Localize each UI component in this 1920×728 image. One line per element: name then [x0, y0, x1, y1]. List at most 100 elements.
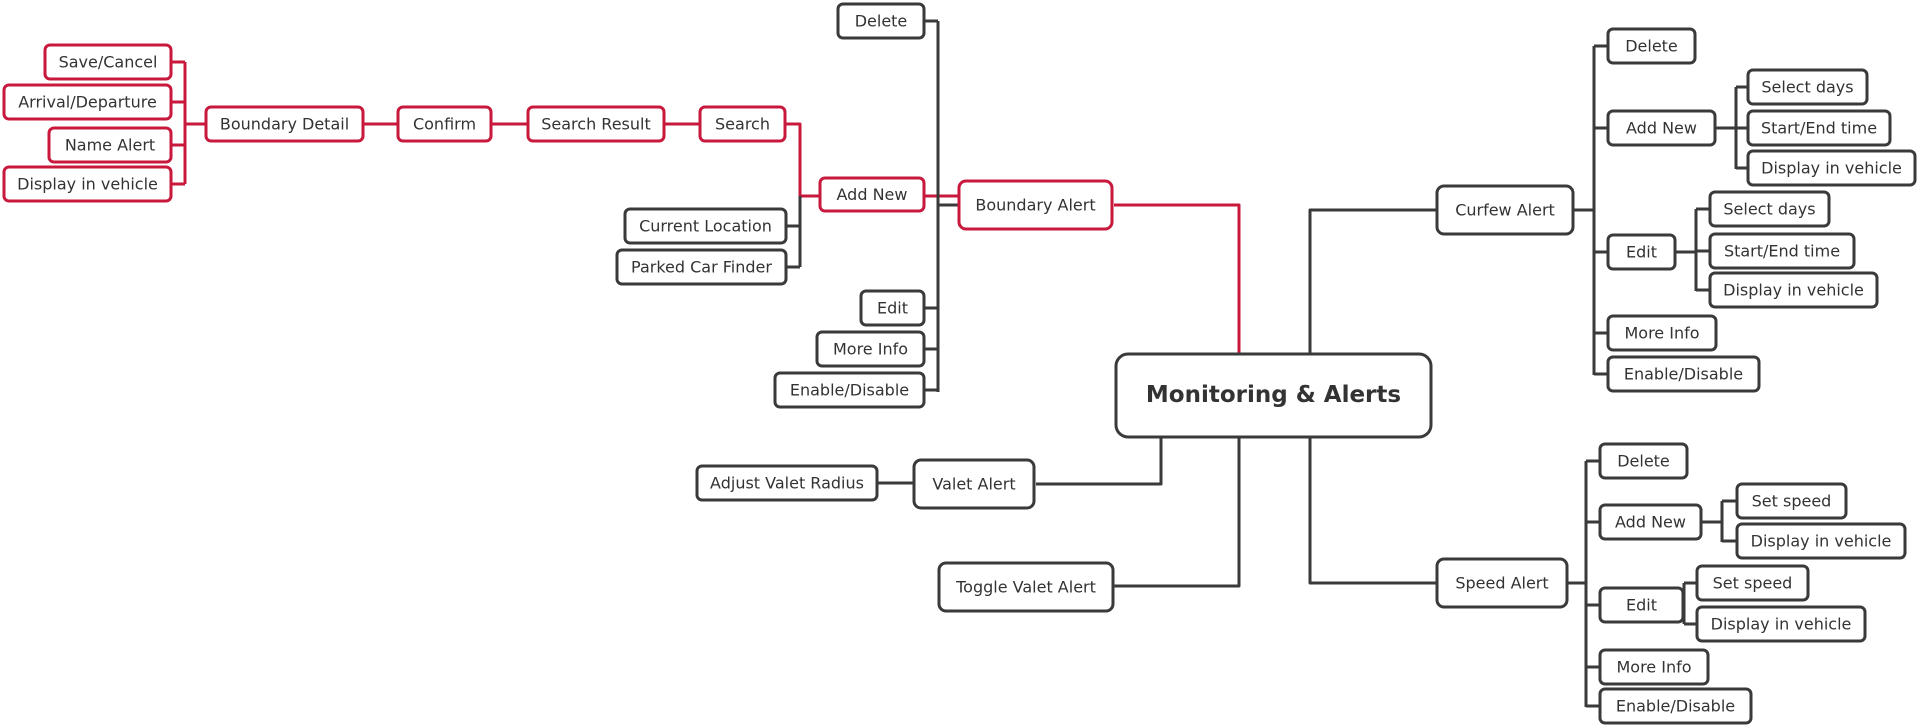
svg-text:Start/End time: Start/End time: [1724, 242, 1840, 261]
node-boundary-display-in-vehicle[interactable]: Display in vehicle: [2, 165, 173, 203]
node-speed-enable-disable[interactable]: Enable/Disable: [1598, 687, 1753, 725]
node-boundary-current-location[interactable]: Current Location: [623, 207, 788, 245]
node-boundary-search-result[interactable]: Search Result: [526, 105, 666, 143]
node-toggle-valet-alert[interactable]: Toggle Valet Alert: [937, 561, 1115, 613]
connector-curfew-add-new-children: [1716, 85, 1748, 170]
node-curfew-alert[interactable]: Curfew Alert: [1435, 184, 1575, 236]
svg-text:Delete: Delete: [1617, 452, 1670, 471]
node-valet-alert[interactable]: Valet Alert: [912, 458, 1036, 510]
node-speed-add-set-speed[interactable]: Set speed: [1735, 482, 1848, 520]
node-curfew-edit-display-in-vehicle[interactable]: Display in vehicle: [1708, 271, 1879, 309]
node-curfew-add-new[interactable]: Add New: [1606, 109, 1717, 147]
node-curfew-more-info[interactable]: More Info: [1606, 314, 1718, 352]
svg-text:Select days: Select days: [1761, 78, 1853, 97]
svg-text:Add New: Add New: [1626, 119, 1697, 138]
svg-text:Edit: Edit: [1626, 596, 1657, 615]
svg-text:Add New: Add New: [837, 185, 908, 204]
connector-boundary-detail-children: [172, 60, 206, 186]
connector-root-to-toggle-valet-alert: [1114, 438, 1241, 588]
node-curfew-enable-disable[interactable]: Enable/Disable: [1606, 355, 1761, 393]
svg-text:Arrival/Departure: Arrival/Departure: [18, 93, 157, 112]
connector-speed-alert-options: [1568, 459, 1600, 708]
svg-text:Boundary Alert: Boundary Alert: [975, 196, 1095, 215]
node-curfew-delete[interactable]: Delete: [1606, 27, 1697, 65]
node-boundary-alert[interactable]: Boundary Alert: [957, 179, 1114, 231]
connector-add-new-to-search: [786, 122, 820, 198]
connector-root-to-boundary-alert: [1114, 203, 1241, 354]
node-boundary-save-cancel[interactable]: Save/Cancel: [43, 43, 173, 81]
svg-text:Edit: Edit: [877, 299, 908, 318]
svg-text:Save/Cancel: Save/Cancel: [59, 53, 158, 72]
svg-text:Delete: Delete: [855, 12, 908, 31]
svg-text:Display in vehicle: Display in vehicle: [1723, 281, 1864, 300]
svg-text:More Info: More Info: [833, 340, 908, 359]
svg-text:Toggle Valet Alert: Toggle Valet Alert: [955, 578, 1096, 597]
node-boundary-more-info[interactable]: More Info: [815, 330, 926, 368]
svg-text:Search Result: Search Result: [541, 115, 651, 134]
svg-text:Monitoring & Alerts: Monitoring & Alerts: [1146, 382, 1401, 408]
svg-text:Boundary Detail: Boundary Detail: [220, 115, 349, 134]
node-boundary-delete[interactable]: Delete: [836, 2, 926, 40]
node-speed-edit[interactable]: Edit: [1598, 586, 1685, 624]
node-curfew-add-display-in-vehicle[interactable]: Display in vehicle: [1746, 149, 1917, 187]
svg-text:Valet Alert: Valet Alert: [932, 475, 1015, 494]
connector-curfew-alert-options: [1574, 44, 1608, 376]
node-curfew-add-start-end-time[interactable]: Start/End time: [1746, 109, 1892, 147]
connector-add-new-location-options: [787, 196, 802, 269]
svg-text:Set speed: Set speed: [1713, 574, 1793, 593]
connector-root-to-speed-alert: [1308, 438, 1437, 585]
node-boundary-add-new[interactable]: Add New: [818, 176, 926, 213]
svg-text:Speed Alert: Speed Alert: [1455, 574, 1548, 593]
svg-text:Parked Car Finder: Parked Car Finder: [631, 258, 772, 277]
connector-boundary-alert-options: [925, 19, 959, 392]
svg-text:Edit: Edit: [1626, 243, 1657, 262]
svg-text:Current Location: Current Location: [639, 217, 772, 236]
svg-text:More Info: More Info: [1616, 658, 1691, 677]
svg-text:Start/End time: Start/End time: [1761, 119, 1877, 138]
svg-text:Enable/Disable: Enable/Disable: [1616, 697, 1735, 716]
svg-text:Enable/Disable: Enable/Disable: [1624, 365, 1743, 384]
node-curfew-edit[interactable]: Edit: [1606, 233, 1677, 271]
node-speed-edit-set-speed[interactable]: Set speed: [1695, 564, 1810, 602]
node-monitoring-alerts[interactable]: Monitoring & Alerts: [1114, 352, 1433, 439]
connector-root-to-curfew-alert: [1308, 208, 1437, 354]
node-curfew-edit-start-end-time[interactable]: Start/End time: [1708, 232, 1856, 270]
node-boundary-name-alert[interactable]: Name Alert: [47, 126, 173, 164]
node-speed-add-new[interactable]: Add New: [1598, 503, 1703, 541]
node-curfew-edit-select-days[interactable]: Select days: [1708, 190, 1831, 228]
node-speed-add-display-in-vehicle[interactable]: Display in vehicle: [1735, 522, 1907, 560]
svg-text:Set speed: Set speed: [1752, 492, 1832, 511]
node-boundary-detail[interactable]: Boundary Detail: [204, 105, 365, 143]
node-adjust-valet-radius[interactable]: Adjust Valet Radius: [695, 464, 879, 502]
node-speed-delete[interactable]: Delete: [1598, 442, 1689, 480]
node-boundary-search[interactable]: Search: [698, 105, 787, 143]
node-boundary-confirm[interactable]: Confirm: [396, 105, 493, 143]
svg-text:Display in vehicle: Display in vehicle: [1761, 159, 1902, 178]
connector-curfew-edit-children: [1676, 207, 1710, 292]
connector-speed-edit-children: [1682, 581, 1697, 626]
svg-text:Display in vehicle: Display in vehicle: [1751, 532, 1892, 551]
connectors: [172, 19, 1748, 708]
node-speed-alert[interactable]: Speed Alert: [1435, 557, 1569, 609]
node-boundary-edit[interactable]: Edit: [859, 289, 926, 327]
svg-text:Search: Search: [715, 115, 770, 134]
svg-text:Enable/Disable: Enable/Disable: [790, 381, 909, 400]
node-boundary-parked-car-finder[interactable]: Parked Car Finder: [615, 248, 788, 286]
svg-text:Confirm: Confirm: [413, 115, 476, 134]
svg-text:Display in vehicle: Display in vehicle: [17, 175, 158, 194]
svg-text:Delete: Delete: [1625, 37, 1678, 56]
node-curfew-add-select-days[interactable]: Select days: [1746, 68, 1869, 106]
svg-text:Adjust Valet Radius: Adjust Valet Radius: [710, 474, 864, 493]
node-boundary-arrival-departure[interactable]: Arrival/Departure: [2, 83, 173, 121]
svg-text:Add New: Add New: [1615, 513, 1686, 532]
svg-text:Curfew Alert: Curfew Alert: [1455, 201, 1555, 220]
svg-text:Select days: Select days: [1723, 200, 1815, 219]
svg-text:More Info: More Info: [1624, 324, 1699, 343]
node-boundary-enable-disable[interactable]: Enable/Disable: [773, 371, 926, 409]
node-speed-more-info[interactable]: More Info: [1598, 648, 1710, 686]
connector-speed-add-new-children: [1702, 499, 1737, 543]
connector-root-to-valet-alert: [1036, 438, 1163, 486]
node-speed-edit-display-in-vehicle[interactable]: Display in vehicle: [1695, 605, 1867, 643]
svg-text:Name Alert: Name Alert: [65, 136, 155, 155]
